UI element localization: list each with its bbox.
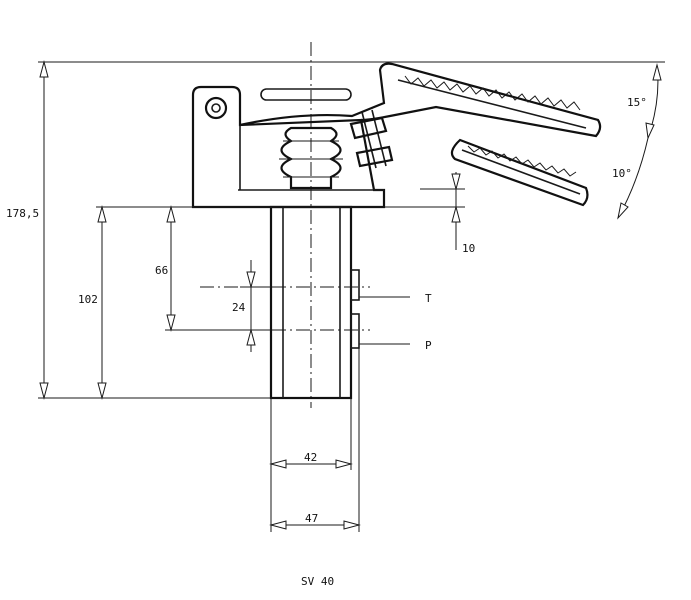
angle-label-15: 15° [627,96,647,109]
dimension-width-47: 47 [269,512,361,530]
dimension-angle-10: 10° [612,137,649,220]
port-label-p: P [425,339,432,352]
dimension-label-66: 66 [155,264,168,277]
bracket-slot [260,88,352,101]
dimension-height-total: 178,5 [6,60,49,400]
pedal-lever [239,62,602,138]
rubber-bellows [279,126,343,190]
dimension-width-42: 42 [269,451,353,469]
dimension-angle-15: 15° [627,63,662,140]
port-label-t: T [425,292,432,305]
pedal-lever-depressed [450,138,589,207]
drawing-title: SV 40 [301,575,334,588]
dimension-label-10: 10 [462,242,475,255]
dimension-label-47: 47 [305,512,318,525]
dimension-offset-10: 10 [451,172,475,255]
angle-label-10: 10° [612,167,632,180]
dimension-label-42: 42 [304,451,317,464]
mounting-bracket [191,85,386,209]
pivot-pin [204,96,228,120]
dimension-height-102: 102 [78,205,107,400]
dimension-label-24: 24 [232,301,246,314]
dimension-spacing-24: 24 [232,260,256,352]
dimension-height-66: 66 [155,205,176,332]
valve-body [269,205,360,400]
dimension-label-102: 102 [78,293,98,306]
dimension-label-height-total: 178,5 [6,207,39,220]
